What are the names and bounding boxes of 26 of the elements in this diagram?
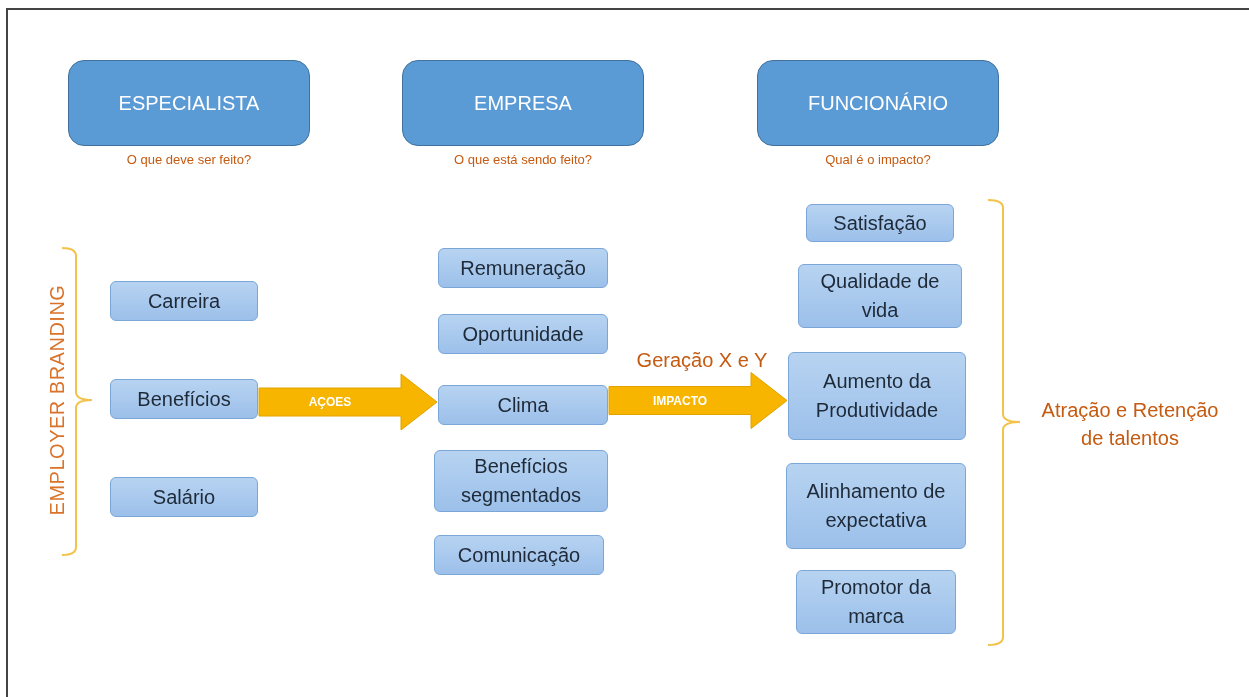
item-box: Carreira bbox=[110, 281, 258, 321]
subtitle: O que está sendo feito? bbox=[452, 151, 593, 169]
note-label: Geração X e Y bbox=[635, 348, 769, 373]
subtitle: O que deve ser feito? bbox=[125, 151, 253, 169]
item-box: Comunicação bbox=[434, 535, 604, 575]
subtitle: Qual é o impacto? bbox=[824, 151, 932, 169]
item-box: Satisfação bbox=[806, 204, 954, 242]
block-arrow bbox=[608, 372, 788, 429]
header-box: ESPECIALISTA bbox=[68, 60, 310, 146]
item-box: Salário bbox=[110, 477, 258, 517]
item-box: Benefícios segmentados bbox=[434, 450, 608, 512]
edge-label: AÇOES bbox=[307, 394, 353, 411]
note-label: Atração e Retenção de talentos bbox=[1040, 398, 1220, 451]
edge-label: IMPACTO bbox=[651, 392, 709, 410]
item-box: Aumento da Produtividade bbox=[788, 352, 966, 440]
item-box: Clima bbox=[438, 385, 608, 425]
header-box: EMPRESA bbox=[402, 60, 644, 146]
header-box: FUNCIONÁRIO bbox=[757, 60, 999, 146]
item-box: Oportunidade bbox=[438, 314, 608, 354]
vertical-label: EMPLOYER BRANDING bbox=[45, 284, 69, 516]
item-box: Qualidade de vida bbox=[798, 264, 962, 328]
item-box: Alinhamento de expectativa bbox=[786, 463, 966, 549]
item-box: Benefícios bbox=[110, 379, 258, 419]
item-box: Promotor da marca bbox=[796, 570, 956, 634]
block-arrow bbox=[258, 373, 438, 431]
item-box: Remuneração bbox=[438, 248, 608, 288]
